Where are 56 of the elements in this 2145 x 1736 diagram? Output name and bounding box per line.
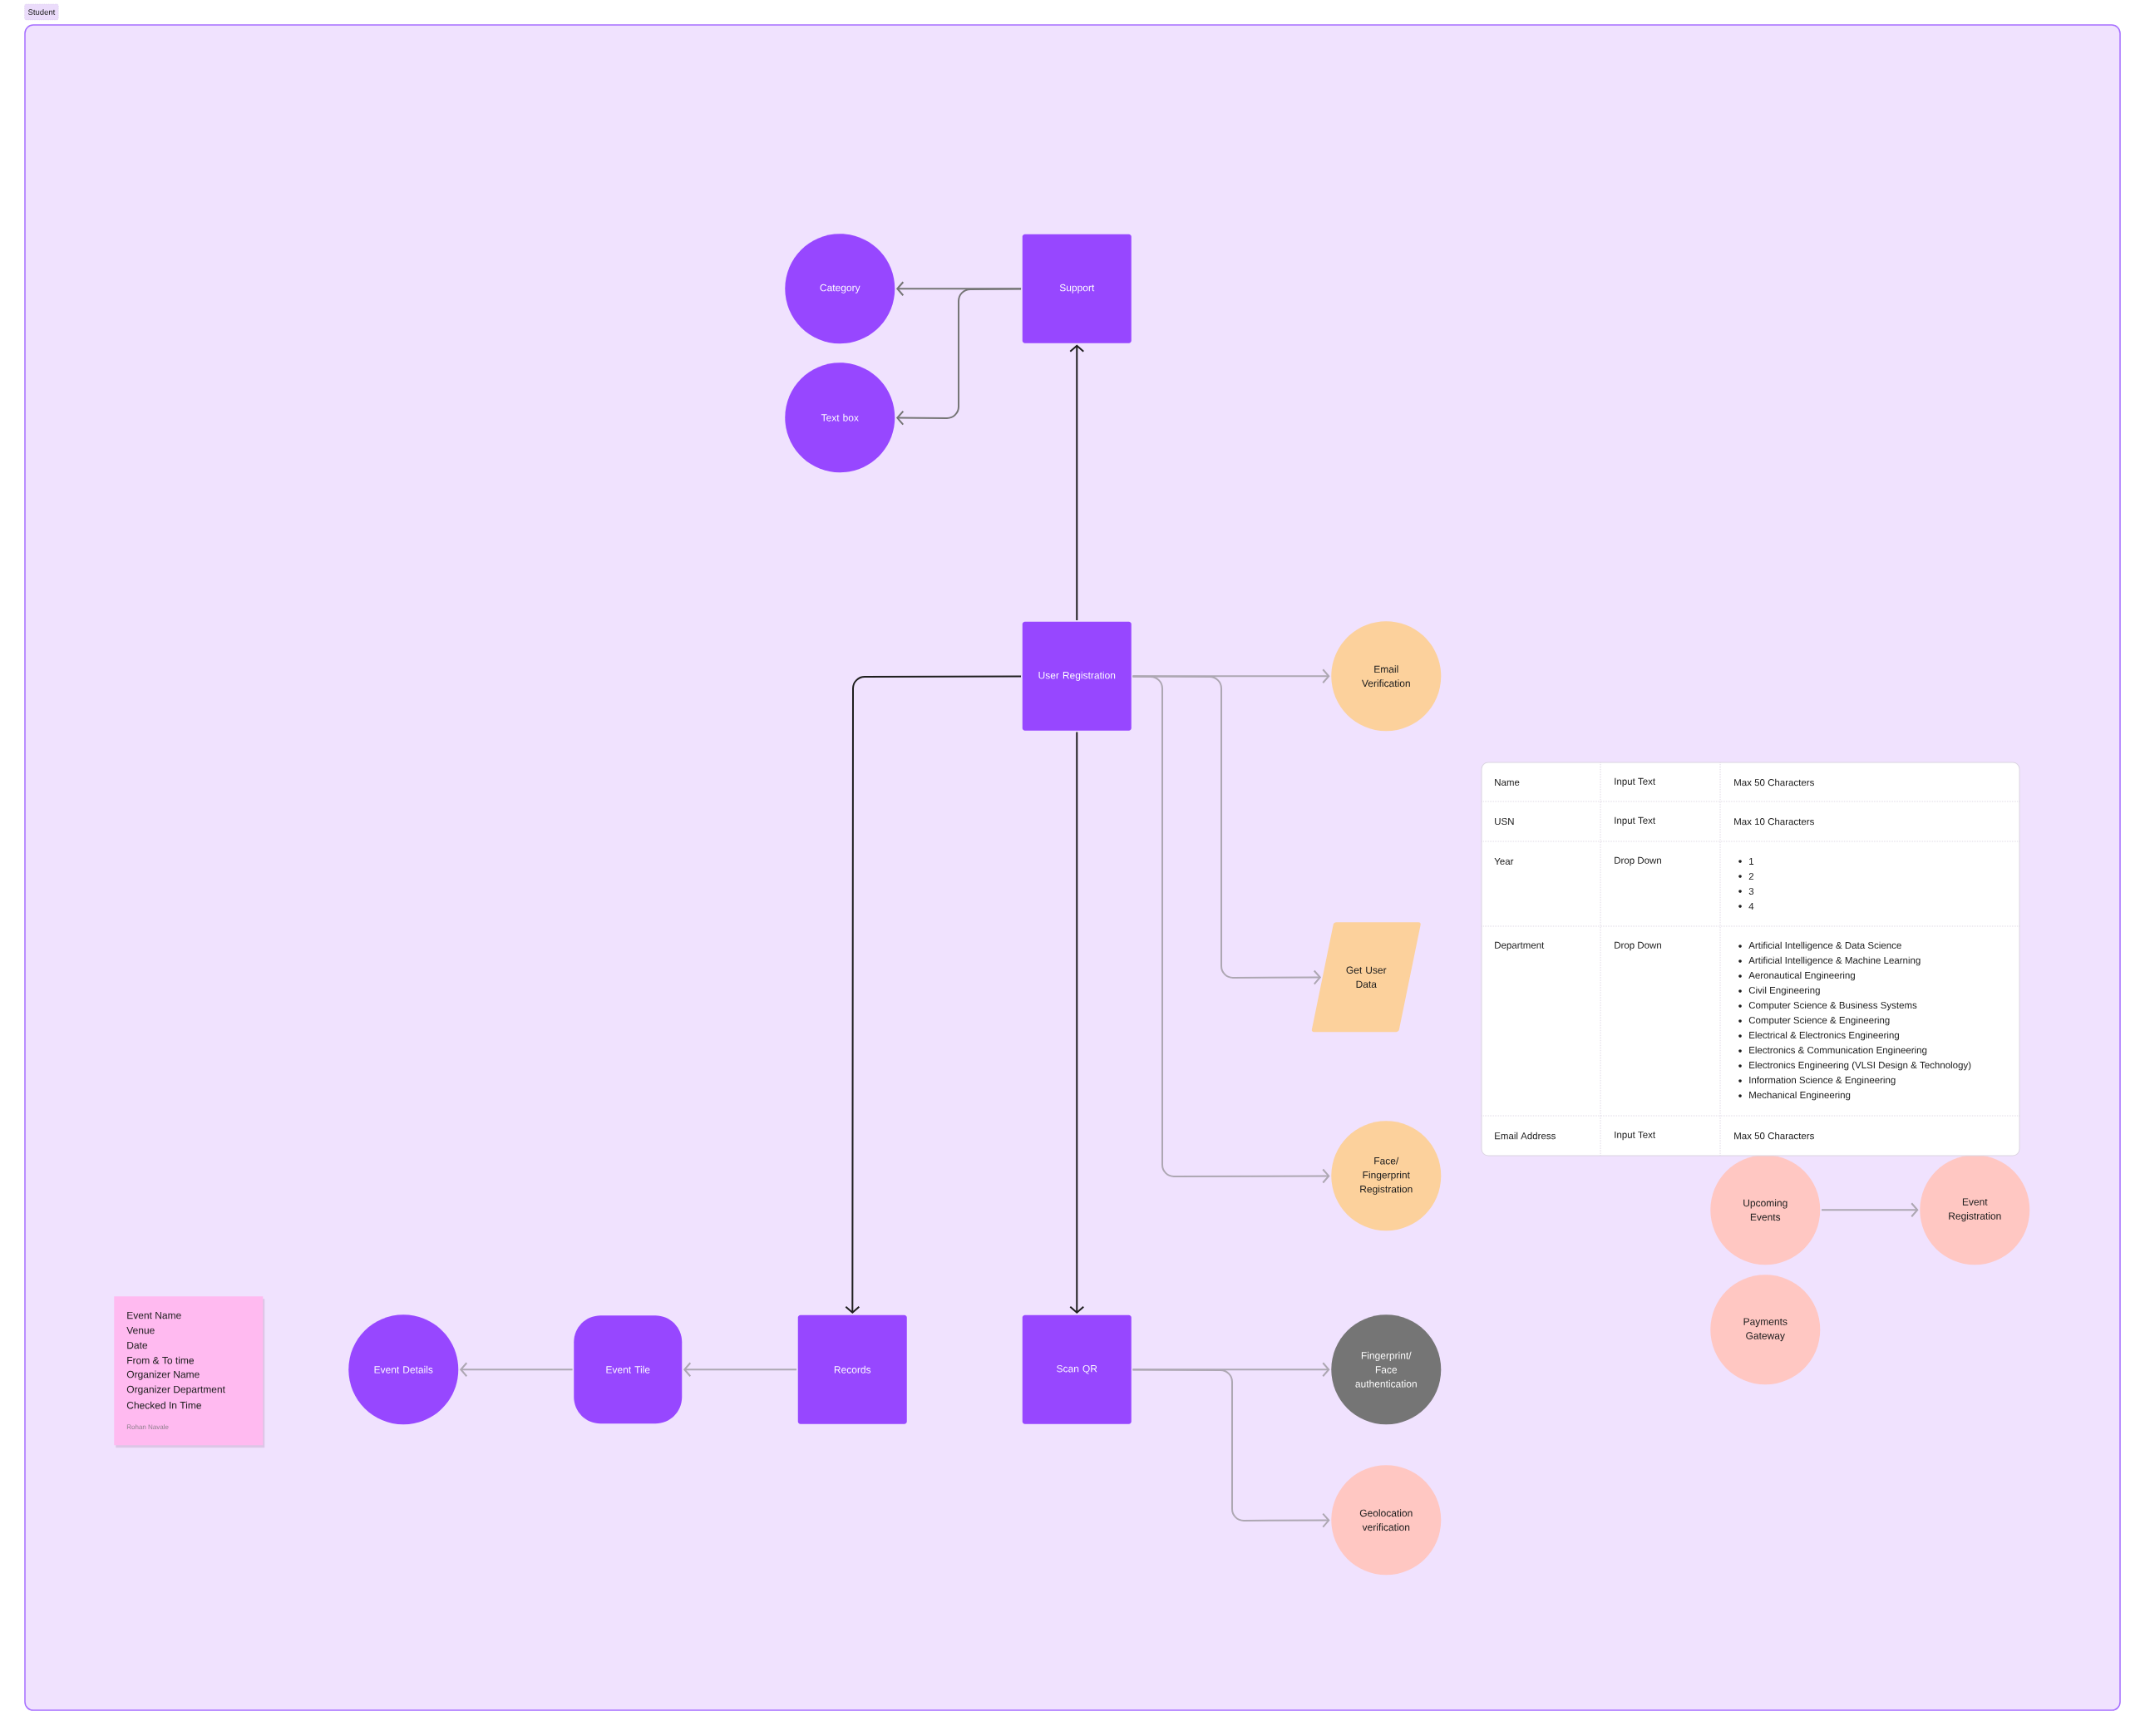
- list-item: Electronics & Communication Engineering: [1749, 1046, 1927, 1056]
- field-name: Department: [1495, 941, 1545, 951]
- field-type: Drop Down: [1615, 856, 1661, 866]
- list-item: Civil Engineering: [1748, 986, 1820, 996]
- process-box: Scan QR: [1022, 1314, 1132, 1424]
- process-box: Records: [797, 1314, 907, 1424]
- arrow: [1132, 1362, 1330, 1378]
- arrow: [845, 675, 1023, 1314]
- field-type: Input Text: [1615, 777, 1655, 787]
- field-type: Input Text: [1615, 1131, 1655, 1141]
- field-type: Input Text: [1615, 816, 1655, 826]
- arrow: [1132, 675, 1330, 1184]
- arrow: [895, 281, 1023, 297]
- process-box: Support: [1022, 234, 1132, 343]
- list-item: Mechanical Engineering: [1749, 1091, 1851, 1101]
- list-item: Computer Science & Engineering: [1748, 1016, 1890, 1026]
- list-item: Aeronautical Engineering: [1748, 971, 1855, 981]
- arrow: [1132, 668, 1330, 684]
- field-limit: Max 10 Characters: [1734, 817, 1814, 826]
- list-item: 4: [1748, 903, 1754, 910]
- note-text: From & To time: [127, 1356, 195, 1364]
- data-parallelogram: Get User Data: [1311, 922, 1421, 1033]
- field-name: USN: [1495, 817, 1514, 826]
- list-item: Electrical & Electronics Engineering: [1749, 1031, 1899, 1041]
- process-box: User Registration: [1022, 621, 1132, 731]
- arrow: [1069, 731, 1085, 1314]
- field-name: Email Address: [1495, 1132, 1556, 1140]
- list-item: 1: [1749, 858, 1754, 865]
- note-text: Date: [127, 1341, 148, 1349]
- arrow: [1132, 1369, 1330, 1528]
- field-type: Drop Down: [1615, 941, 1661, 951]
- note-text: Organizer Name: [126, 1370, 200, 1380]
- arrow: [459, 1362, 574, 1378]
- arrow: [683, 1362, 798, 1378]
- field-limit: Max 50 Characters: [1734, 1132, 1814, 1140]
- arrow: [1069, 344, 1085, 622]
- list-item: Computer Science & Business Systems: [1748, 1001, 1917, 1011]
- note-text: Organizer Department: [126, 1385, 225, 1395]
- field-name: Name: [1495, 779, 1520, 786]
- section-tag: Student: [24, 3, 59, 21]
- field-limit: Max 50 Characters: [1734, 778, 1814, 787]
- list-item: 3: [1748, 887, 1754, 895]
- list-item: Artificial Intelligence & Data Science: [1748, 941, 1901, 951]
- sticky-note: [114, 1296, 265, 1448]
- field-name: Year: [1494, 858, 1514, 865]
- rounded-box: Event Tile: [574, 1315, 683, 1424]
- note-text: Venue: [126, 1326, 155, 1334]
- list-item: 2: [1748, 873, 1754, 880]
- list-item: Artificial Intelligence & Machine Learning: [1748, 956, 1921, 966]
- note-text: Checked In Time: [126, 1401, 201, 1409]
- list-item: Electronics Engineering (VLSI Design & Technology): [1749, 1061, 1971, 1071]
- arrow: [1821, 1202, 1919, 1218]
- note-text: Event Name: [127, 1311, 181, 1319]
- list-item: Information Science & Engineering: [1749, 1076, 1896, 1086]
- arrow: [895, 288, 1023, 426]
- author-name: Rohan Navale: [126, 1424, 169, 1429]
